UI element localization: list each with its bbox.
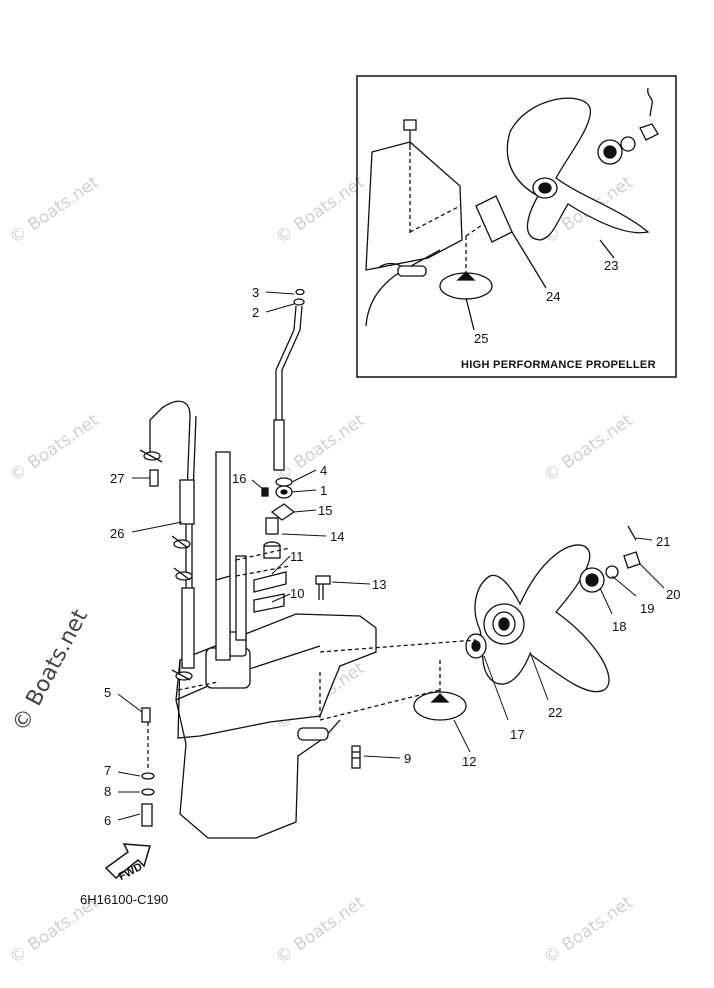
drain-parts: [141, 707, 155, 827]
callout-4: 4: [320, 463, 328, 478]
bolt-13: [315, 575, 331, 600]
callout-22: 22: [548, 705, 563, 720]
shift-rod: [149, 400, 197, 669]
inset-title: HIGH PERFORMANCE PROPELLER: [461, 359, 656, 371]
washer-17: [465, 633, 487, 659]
callout-10: 10: [290, 586, 305, 601]
lower-unit-housing: [175, 613, 377, 839]
callout-7: 7: [104, 763, 112, 778]
hardware-18-21: [579, 525, 641, 593]
callout-11: 11: [290, 549, 304, 564]
clip-27: [139, 449, 193, 681]
seal-stack: [261, 477, 296, 559]
plate-10-11: [253, 571, 287, 613]
callout-16: 16: [232, 471, 247, 486]
callout-12: 12: [462, 754, 477, 769]
callout-24: 24: [546, 289, 561, 304]
callout-17: 17: [510, 727, 525, 742]
callout-2: 2: [252, 305, 260, 320]
drive-shaft: [215, 451, 247, 661]
callout-9: 9: [404, 751, 412, 766]
water-tube: [273, 288, 305, 471]
main-propeller: [474, 544, 610, 693]
callout-26: 26: [110, 526, 125, 541]
bolt-9: [351, 745, 361, 769]
inset-panel: [356, 75, 677, 378]
callout-1: 1: [320, 483, 328, 498]
callout-20: 20: [666, 587, 681, 602]
washer-25-main: [413, 691, 467, 721]
callout-5: 5: [104, 685, 112, 700]
callout-8: 8: [104, 784, 112, 799]
callout-14: 14: [330, 529, 345, 544]
leader-lines: [117, 291, 665, 821]
callout-21: 21: [656, 534, 671, 549]
callout-6: 6: [104, 813, 112, 828]
callout-27: 27: [110, 471, 125, 486]
callout-13: 13: [372, 577, 387, 592]
callout-18: 18: [612, 619, 627, 634]
callout-19: 19: [640, 601, 655, 616]
callout-25: 25: [474, 331, 489, 346]
alignment-lines: [147, 547, 477, 770]
callout-3: 3: [252, 285, 260, 300]
fwd-arrow-icon: [104, 843, 151, 880]
callout-15: 15: [318, 503, 333, 518]
callout-23: 23: [604, 258, 619, 273]
diagram-code: 6H16100-C190: [80, 892, 169, 907]
